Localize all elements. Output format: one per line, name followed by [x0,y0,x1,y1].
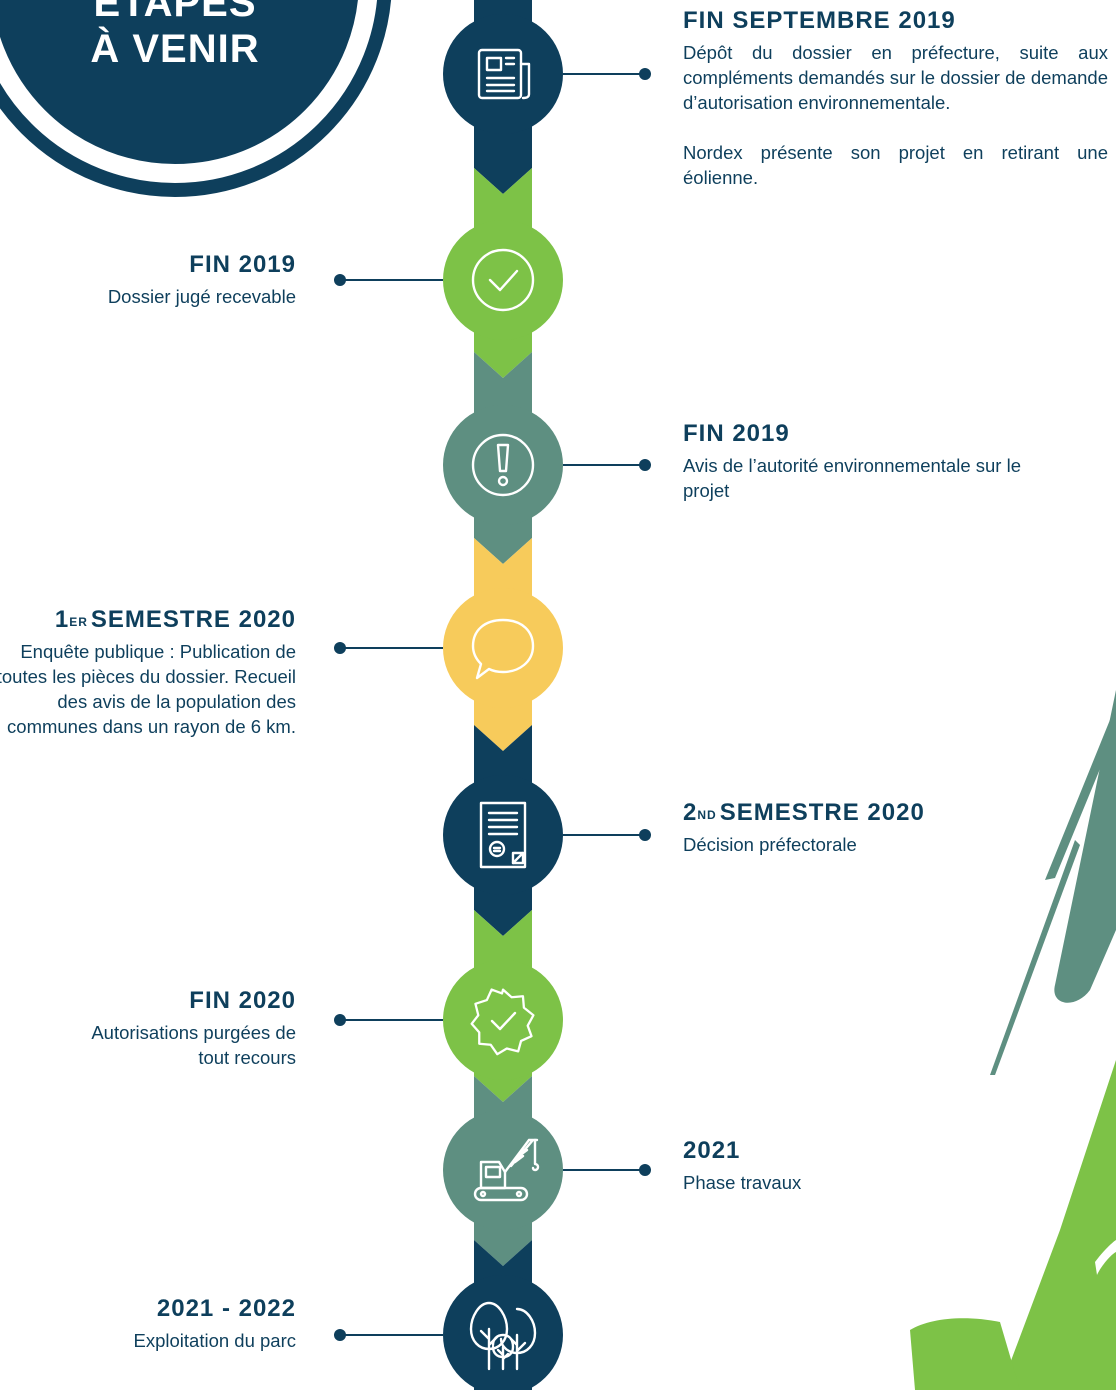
connector-dot [334,1329,346,1341]
event-description: Dossier jugé recevable [16,284,296,309]
connector-dot [639,1164,651,1176]
date-text: SEMESTRE 2020 [90,606,296,633]
page-title: ÉTAPES À VENIR [50,0,300,72]
event-date: FIN 2019 [683,420,790,447]
event-date: 2021 [683,1137,741,1164]
speech-bubble-icon [471,618,535,680]
connector-dot [334,274,346,286]
event-2: FIN 2019 Dossier jugé recevable [16,250,296,309]
timeline-node [443,1275,563,1390]
event-paragraph: Phase travaux [683,1172,802,1193]
timeline-node [443,588,563,708]
event-paragraph: Enquête publique : Publication de toutes… [0,641,296,737]
connector-dot [639,829,651,841]
title-line-1: ÉTAPES [93,0,257,25]
event-paragraph: Exploitation du parc [133,1330,297,1351]
connector-dot [639,68,651,80]
badge-check-icon [470,988,535,1056]
exclamation-circle-icon [471,433,535,497]
timeline-step-7 [443,1076,651,1266]
timeline-step-3 [443,352,651,564]
connector-dot [639,459,651,471]
event-description: Phase travaux [683,1170,1063,1195]
timeline-node [443,405,563,525]
event-paragraph: Autorisations purgées de tout recours [91,1022,296,1068]
event-paragraph: Dépôt du dossier en préfecture, suite au… [683,42,1108,113]
timeline-step-2 [334,168,563,378]
event-8: 2021 - 2022 Exploitation du parc [16,1294,297,1353]
title-circle [0,0,374,180]
event-7: 2021 Phase travaux [683,1136,1063,1195]
decorative-turbine-shape [910,690,1116,1390]
date-superscript: ND [697,808,717,822]
event-paragraph: Avis de l’autorité environnementale sur … [683,455,1021,501]
date-number: 2 [683,799,698,826]
event-description: Exploitation du parc [16,1328,297,1353]
check-circle-icon [471,248,535,312]
timeline [334,0,651,1390]
event-3: FIN 2019 Avis de l’autorité environnemen… [683,419,1063,503]
timeline-node [443,14,563,134]
timeline-step-6 [334,910,563,1102]
date-superscript: ER [69,615,88,629]
event-paragraph: Décision préfectorale [683,834,857,855]
event-description: Autorisations purgées de tout recours [56,1020,296,1070]
event-description: Enquête publique : Publication de toutes… [0,639,296,739]
timeline-node [443,960,563,1080]
connector-dot [334,1014,346,1026]
date-number: 1 [54,606,70,633]
connector-dot [334,642,346,654]
event-date: FIN 2019 [189,251,296,278]
event-1: FIN SEPTEMBRE 2019 Dépôt du dossier en p… [683,6,1108,190]
event-paragraph: Dossier jugé recevable [107,286,296,307]
event-paragraph: Nordex présente son projet en retirant u… [683,142,1108,188]
title-circle-inner-ring [0,0,392,197]
certificate-document-icon [479,801,527,869]
event-date: 2021 - 2022 [156,1295,296,1322]
timeline-step-8 [334,1240,563,1390]
newspaper-icon [477,48,531,100]
event-date: FIN SEPTEMBRE 2019 [683,7,956,34]
event-description: Décision préfectorale [683,832,1063,857]
date-text: SEMESTRE 2020 [719,799,925,826]
trees-icon [469,1301,537,1371]
timeline-step-1 [443,0,651,194]
timeline-step-5 [443,725,651,936]
event-description: Dépôt du dossier en préfecture, suite au… [683,40,1108,190]
title-line-2: À VENIR [90,27,260,71]
event-date: FIN 2020 [189,987,296,1014]
crane-icon [473,1138,540,1202]
timeline-node [443,220,563,340]
event-description: Avis de l’autorité environnementale sur … [683,453,1063,503]
event-6: FIN 2020 Autorisations purgées de tout r… [56,986,296,1070]
timeline-step-4 [334,538,563,751]
